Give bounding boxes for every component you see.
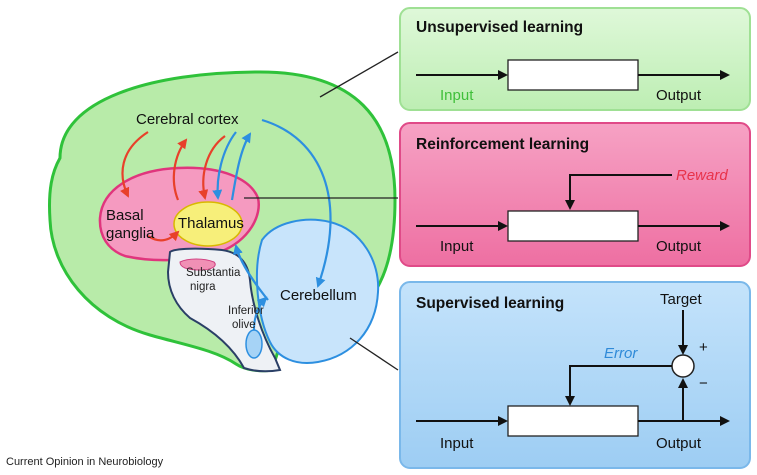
comparator-circle — [671, 354, 695, 378]
label-cerebellum: Cerebellum — [280, 287, 357, 304]
minus-sign: − — [699, 375, 708, 392]
arrow-basal-ganglia-to-thalamus — [147, 230, 180, 242]
label-cerebral-cortex: Cerebral cortex — [136, 111, 239, 128]
label-substantia-nigra-1: Substantia — [186, 267, 241, 279]
supervised-box — [507, 405, 639, 437]
reinforcement-title: Reinforcement learning — [416, 136, 589, 153]
target-label: Target — [660, 291, 703, 308]
arrow-thalamus-to-cortex-red — [172, 138, 188, 201]
unsupervised-box — [507, 59, 639, 91]
connector-supervised — [349, 337, 399, 371]
thalamus-region — [173, 201, 243, 247]
arrow-cerebellum-to-thalamus — [233, 244, 269, 301]
reinforcement-input-label: Input — [440, 238, 474, 255]
cerebellum-region — [255, 218, 380, 364]
arrow-cortex-to-thalamus-red — [198, 135, 226, 200]
arrow-cortex-to-thalamus-blue — [212, 131, 237, 200]
arrow-cortex-to-cerebellum — [261, 118, 332, 288]
unsupervised-panel: Unsupervised learning Input Output — [399, 7, 751, 111]
arrow-thalamus-to-cortex-blue — [230, 132, 252, 201]
unsupervised-input-label: Input — [440, 87, 474, 104]
label-substantia-nigra-2: nigra — [190, 281, 216, 293]
label-thalamus: Thalamus — [178, 215, 244, 232]
connector-unsupervised — [319, 51, 399, 98]
supervised-input-label: Input — [440, 435, 474, 452]
supervised-output-label: Output — [656, 435, 702, 452]
inferior-olive-region — [245, 329, 263, 359]
reinforcement-panel: Reinforcement learning Reward Input Outp… — [399, 122, 751, 267]
arrow-olive-to-cerebellum — [253, 296, 268, 331]
unsupervised-title: Unsupervised learning — [416, 19, 583, 36]
reward-arrow — [565, 174, 672, 210]
supervised-title: Supervised learning — [416, 295, 564, 312]
supervised-panel: Supervised learning Target + − Error Inp… — [399, 281, 751, 469]
label-inferior-olive-1: Inferior — [228, 305, 264, 317]
brain-illustration: Cerebral cortex Basal ganglia Thalamus S… — [48, 70, 397, 373]
reinforcement-box — [507, 210, 639, 242]
plus-sign: + — [699, 339, 708, 356]
error-label: Error — [604, 345, 638, 362]
label-basal-ganglia-1: Basal — [106, 207, 144, 224]
unsupervised-output-label: Output — [656, 87, 702, 104]
substantia-nigra-region — [179, 258, 216, 271]
figure-caption: Current Opinion in Neurobiology — [6, 456, 164, 468]
label-basal-ganglia-2: ganglia — [106, 225, 155, 242]
error-arrow — [565, 365, 672, 406]
label-inferior-olive-2: olive — [232, 319, 256, 331]
reinforcement-output-label: Output — [656, 238, 702, 255]
reward-label: Reward — [676, 167, 728, 184]
arrow-cortex-to-basal-ganglia — [120, 131, 149, 198]
